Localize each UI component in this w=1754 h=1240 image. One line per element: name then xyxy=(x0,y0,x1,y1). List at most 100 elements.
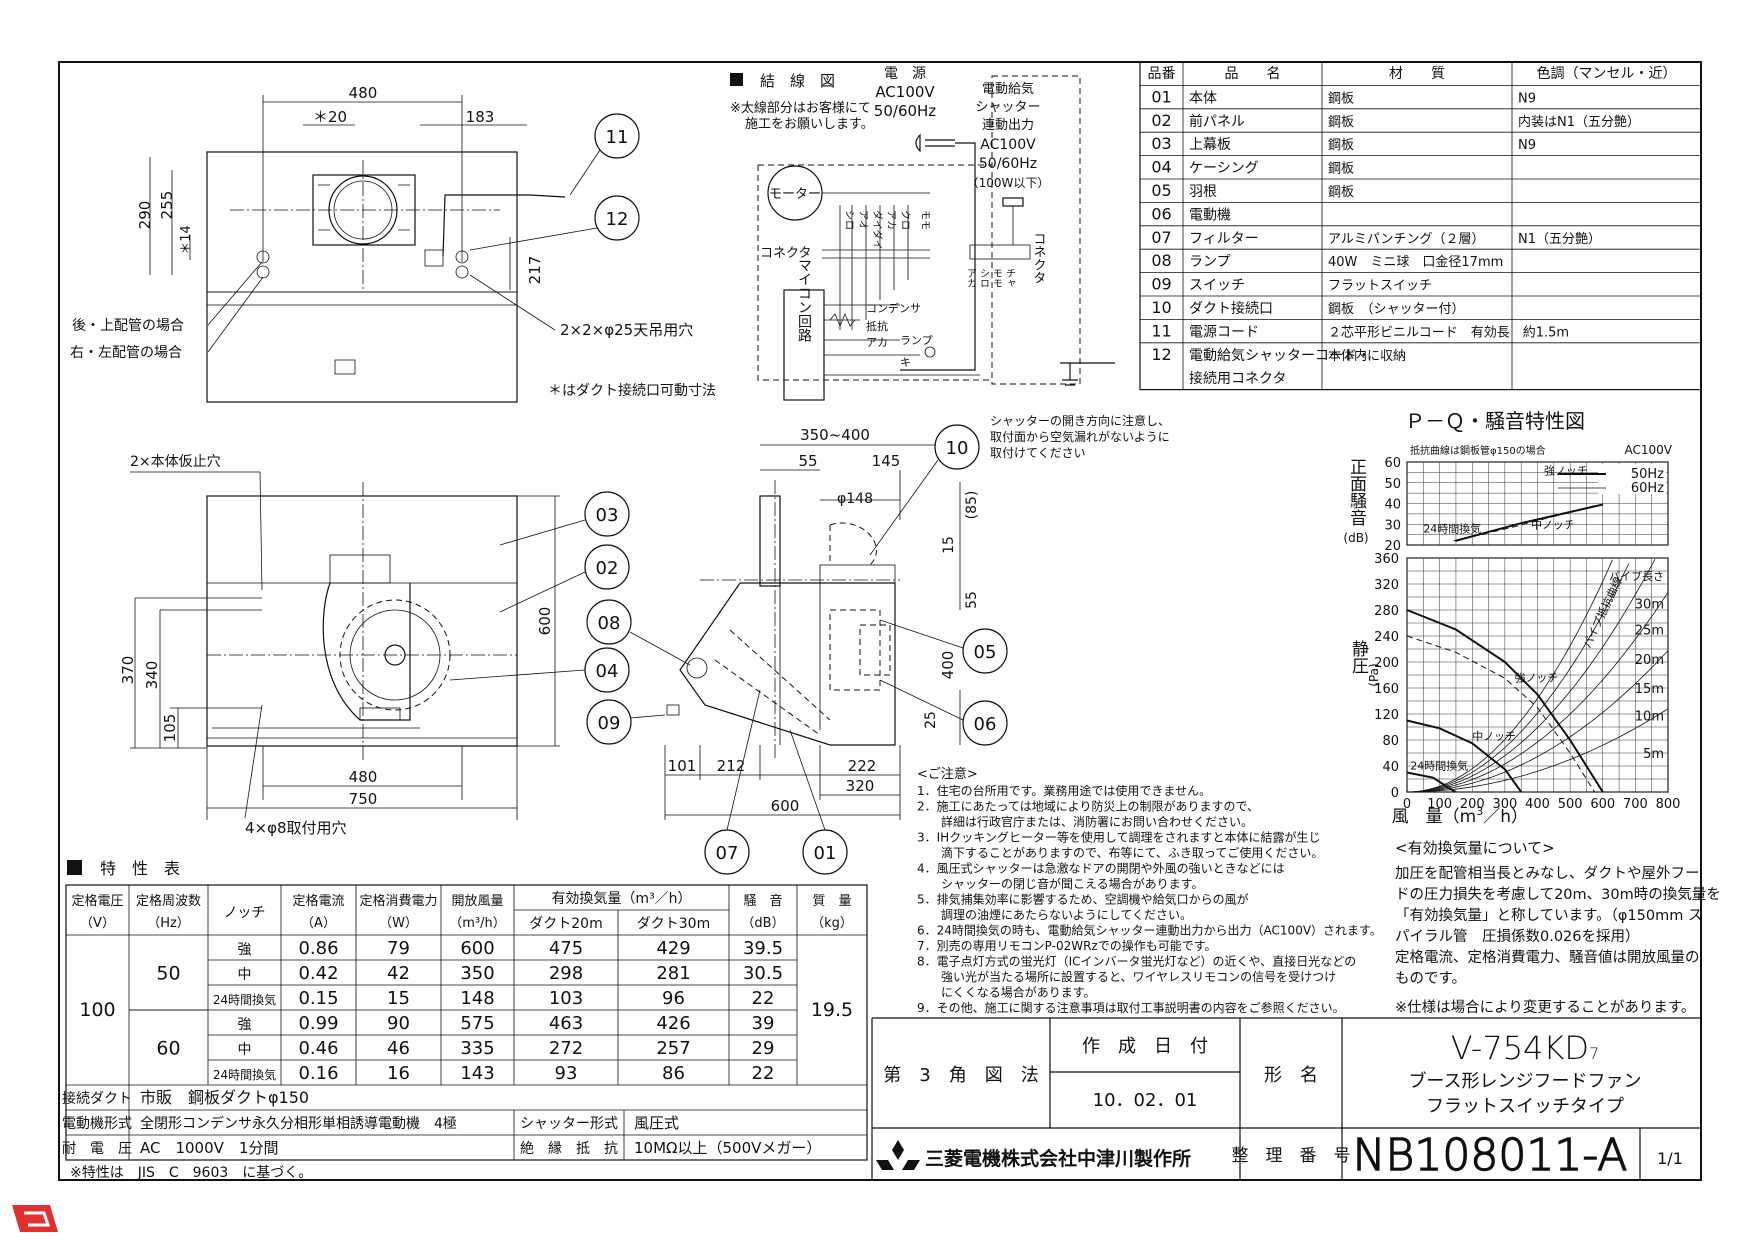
front-view: 2×本体仮止穴 370 340 105 600 480 750 4×φ8取付用穴… xyxy=(119,454,691,837)
title-block: 第 3 角 図 法 作 成 日 付 10．02．01 形 名 V-754KD7 … xyxy=(871,1017,1701,1182)
svg-text:＊20: ＊20 xyxy=(313,108,347,126)
spec-cell: 475 xyxy=(549,938,583,959)
part-name: 羽根 xyxy=(1189,184,1217,200)
x-tick: 300 xyxy=(1492,797,1517,812)
svg-text:シロ: シロ xyxy=(978,268,989,288)
x-tick: 500 xyxy=(1558,797,1583,812)
svg-text:400: 400 xyxy=(939,651,957,680)
spec-header: （W） xyxy=(379,916,418,931)
x-tick: 200 xyxy=(1460,797,1485,812)
part-number: 05 xyxy=(1151,181,1171,200)
shutter-output-label: 電動給気 シャッター 連動出力 AC100V 50/60Hz （100W以下） xyxy=(967,81,1050,190)
svg-text:三菱電機株式会社中津川製作所: 三菱電機株式会社中津川製作所 xyxy=(925,1147,1191,1170)
balloon-11 xyxy=(594,113,640,159)
svg-text:チャ: チャ xyxy=(1004,268,1015,288)
spec-cell: 0.46 xyxy=(298,1038,338,1059)
pressure-tick: 40 xyxy=(1382,760,1399,775)
svg-text:11: 11 xyxy=(606,127,629,148)
effective-note-line: ものです。 xyxy=(1395,970,1466,987)
x-tick: 400 xyxy=(1525,797,1550,812)
spec-cell: 39 xyxy=(752,1013,775,1034)
effective-note-line: ※仕様は場合により変更することがあります。 xyxy=(1395,999,1695,1016)
svg-text:2×2×φ25天吊用穴: 2×2×φ25天吊用穴 xyxy=(560,321,693,339)
svg-text:整 理 番 号: 整 理 番 号 xyxy=(1232,1146,1351,1166)
svg-text:特 性 表: 特 性 表 xyxy=(100,859,180,878)
caution-line: 4．風圧式シャッターは急激なドアの開閉や外風の強いときなどには xyxy=(917,861,1285,876)
svg-text:183: 183 xyxy=(466,108,495,126)
part-material: 鋼板 xyxy=(1328,162,1354,177)
svg-text:クロ: クロ xyxy=(899,210,911,230)
svg-text:AC100V: AC100V xyxy=(875,83,935,101)
svg-text:電動給気: 電動給気 xyxy=(982,81,1034,97)
spec-cell: 600 xyxy=(460,938,494,959)
pipe-length-label: 20m xyxy=(1635,653,1664,668)
svg-text:480: 480 xyxy=(349,768,378,786)
effective-note-line: パイラル管 圧損係数0.026を採用） xyxy=(1395,928,1640,945)
spec-cell: 強 xyxy=(238,1017,252,1033)
part-number: 04 xyxy=(1151,158,1171,177)
svg-text:55: 55 xyxy=(964,591,980,609)
spec-cell: 350 xyxy=(460,963,494,984)
resistance-20m xyxy=(1407,559,1656,793)
label-strong: 強ノッチ xyxy=(1544,464,1588,477)
label-medium: 中ノッチ xyxy=(1531,518,1575,531)
svg-text:アカ: アカ xyxy=(866,336,888,349)
svg-text:取付面から空気漏れがないように: 取付面から空気漏れがないように xyxy=(990,429,1170,444)
svg-text:03: 03 xyxy=(596,505,619,526)
spec-header: 騒 音 xyxy=(743,893,782,909)
pq-noise-chart: Ｐ－Ｑ・騒音特性図 抵抗曲線は鋼板管φ150の場合 AC100V 正面騒音 (d… xyxy=(1343,409,1680,827)
spec-cell: 60 xyxy=(156,1038,180,1060)
pq-label-strong: 強ノッチ xyxy=(1515,672,1559,685)
top-view: 480 ＊20 183 290 255 ＊14 217 11 12 後・上配管の… xyxy=(70,84,716,403)
svg-text:50/60Hz: 50/60Hz xyxy=(979,156,1037,172)
svg-text:<有効換気量について>: <有効換気量について> xyxy=(1395,839,1555,857)
serial-number: NB108011-A xyxy=(1353,1130,1628,1181)
spec-cell: 10MΩ以上（500Vメガー） xyxy=(634,1139,821,1157)
spec-cell: 103 xyxy=(549,988,583,1009)
part-number: 12 xyxy=(1151,345,1171,364)
noise-tick: 50 xyxy=(1384,477,1401,492)
svg-text:04: 04 xyxy=(596,661,619,682)
spec-cell: 29 xyxy=(752,1038,775,1059)
svg-text:シロ: シロ xyxy=(843,210,854,230)
svg-text:AC100V: AC100V xyxy=(1625,443,1673,457)
svg-text:212: 212 xyxy=(717,757,746,775)
spec-cell: 257 xyxy=(656,1038,690,1059)
svg-text:4×φ8取付用穴: 4×φ8取付用穴 xyxy=(245,819,347,837)
parts-header: 色調（マンセル・近） xyxy=(1537,65,1677,82)
spec-header: （Hz） xyxy=(147,916,190,931)
spec-cell: 15 xyxy=(387,988,410,1009)
part-material: アルミパンチング（２層） xyxy=(1328,232,1485,247)
svg-text:マイコン回路: マイコン回路 xyxy=(796,258,812,342)
svg-text:右・左配管の場合: 右・左配管の場合 xyxy=(70,345,182,361)
part-name: 本体 xyxy=(1189,90,1217,106)
effective-note-line: 定格電流、定格消費電力、騒音値は開放風量の xyxy=(1395,949,1700,966)
svg-text:シャッター: シャッター xyxy=(975,100,1040,115)
spec-cell: 中 xyxy=(238,1042,252,1058)
caution-line: 2．施工にあたっては地域により防災上の制限がありますので、 xyxy=(917,799,1259,814)
svg-text:アカ: アカ xyxy=(965,268,976,288)
spec-cell: 100 xyxy=(79,999,115,1021)
svg-text:600: 600 xyxy=(536,607,554,636)
x-tick: 800 xyxy=(1656,797,1681,812)
spec-cell: 0.42 xyxy=(298,963,338,984)
svg-text:145: 145 xyxy=(872,452,901,470)
spec-cell: 19.5 xyxy=(811,999,853,1021)
spec-header: ダクト30m xyxy=(637,916,710,932)
svg-text:15: 15 xyxy=(941,536,957,554)
svg-text:アカ: アカ xyxy=(885,210,897,230)
svg-text:480: 480 xyxy=(349,84,378,102)
svg-text:750: 750 xyxy=(349,790,378,808)
svg-text:電 源: 電 源 xyxy=(884,66,926,82)
caution-line: 調理の油煙にあたらないようにしてください。 xyxy=(917,908,1192,922)
corner-mark xyxy=(12,1205,58,1232)
spec-cell: シャッター形式 xyxy=(520,1116,618,1132)
legend-60hz: 60Hz xyxy=(1631,481,1664,496)
x-tick: 600 xyxy=(1590,797,1615,812)
svg-text:作 成 日 付: 作 成 日 付 xyxy=(1082,1036,1208,1057)
pipe-length-label: 30m xyxy=(1635,598,1664,613)
part-material: フラットスイッチ xyxy=(1328,279,1432,294)
svg-text:連動出力: 連動出力 xyxy=(982,118,1034,133)
part-material: 鋼板 xyxy=(1328,185,1354,200)
